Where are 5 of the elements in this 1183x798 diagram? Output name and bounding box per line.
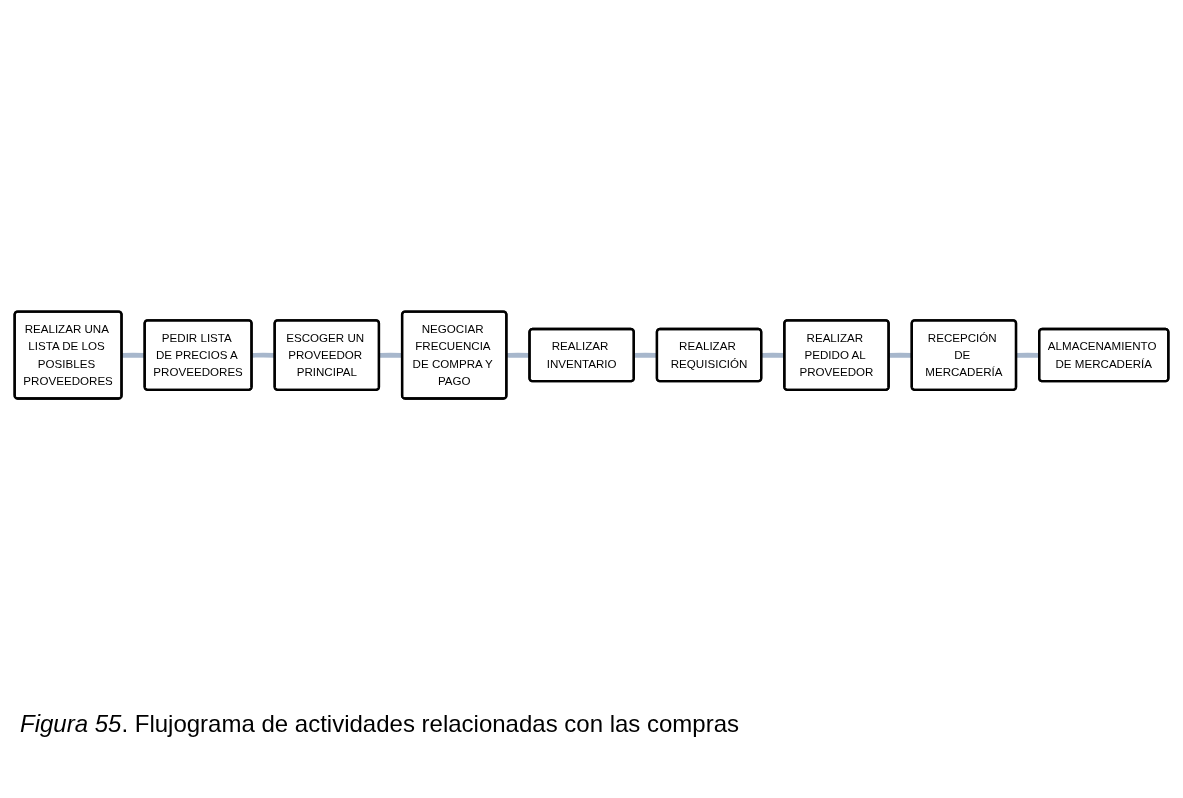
figure-caption: Figura 55. Flujograma de actividades relacionadas con las compras: [20, 710, 741, 738]
connector: [379, 352, 403, 358]
connector: [506, 352, 530, 358]
connector: [1016, 352, 1040, 358]
connector: [761, 352, 785, 358]
